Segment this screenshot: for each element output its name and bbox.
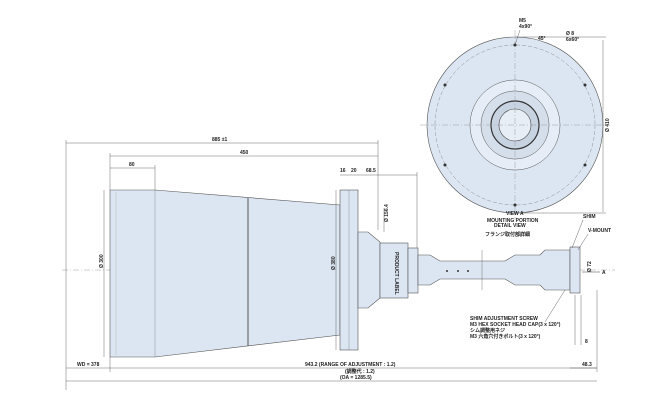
dim-shim-offset: 8: [585, 339, 588, 345]
neck: [357, 231, 381, 309]
m5-label: M5: [519, 18, 526, 24]
screw-label-2: M3 HEX SOCKET HEAD CAP(3 x 120°): [470, 322, 561, 328]
view-a-subtitle-1: MOUNTING PORTION: [487, 218, 539, 224]
hole-label: Ø 8: [566, 31, 574, 37]
dim-front-length: 80: [129, 162, 135, 168]
dim-flange-b: 20: [351, 168, 357, 174]
dim-circle-dia: Ø 410: [605, 118, 611, 132]
view-a-title: VIEW A: [506, 211, 524, 217]
dim-mount-length: 48.3: [582, 362, 592, 368]
dim-flange-dia: Ø 380: [331, 256, 337, 270]
dim-front-dia: Ø 300: [99, 254, 105, 268]
cone-body: [109, 189, 341, 358]
dim-adjust: 943.2 (RANGE OF ADJUSTMENT : 1.2): [305, 362, 396, 368]
dim-oa: (OA = 1285.5): [340, 375, 372, 381]
dim-flange-a: 16: [340, 168, 346, 174]
dim-neck-length: 68.5: [366, 168, 376, 174]
dim-body-length: 450: [240, 150, 249, 156]
dim-wd: WD = 378: [77, 362, 100, 368]
dim-neck-dia: Ø 156.4: [384, 204, 390, 222]
dim-overall-length: 885 ±1: [212, 137, 227, 143]
view-arrow-label: A: [602, 270, 606, 276]
dim-mount-dia: Ø 72: [587, 261, 593, 272]
product-label: PRODUCT LABEL: [393, 252, 399, 295]
v-mount: [569, 246, 581, 294]
dimensions: 885 ±1 450 80 16 20 68.5 Ø 300 Ø 380 Ø 1…: [65, 137, 598, 390]
view-a-subtitle-jp: フランジ取付部詳細: [485, 231, 530, 238]
angle-label: 45°: [538, 36, 546, 42]
lens-tube: [417, 249, 571, 291]
callouts: SHIM V-MOUNT SHIM ADJUSTMENT SCREW M3 HE…: [470, 214, 611, 340]
shim-label: SHIM: [583, 214, 596, 220]
view-a-subtitle-2: DETAIL VIEW: [494, 223, 526, 229]
screw-label-1: SHIM ADJUSTMENT SCREW: [470, 316, 538, 322]
screw-label-4: M3 六角穴付きボルト(3 x 120°): [470, 333, 541, 340]
screw-label-3: シム調整用ネジ: [470, 327, 505, 334]
dim-adjust-jp: (調整代 : 1.2): [345, 368, 375, 375]
lens-side-view: A PRODUCT LABEL: [109, 189, 606, 358]
m5-pattern: 4x90°: [519, 24, 532, 30]
vmount-label: V-MOUNT: [588, 228, 611, 234]
hole-pattern: 6x60°: [566, 37, 579, 43]
view-a-front-view: Ø 410 M5 4x90° 45° Ø 8 6x60° VIEW A MOUN…: [420, 18, 611, 238]
